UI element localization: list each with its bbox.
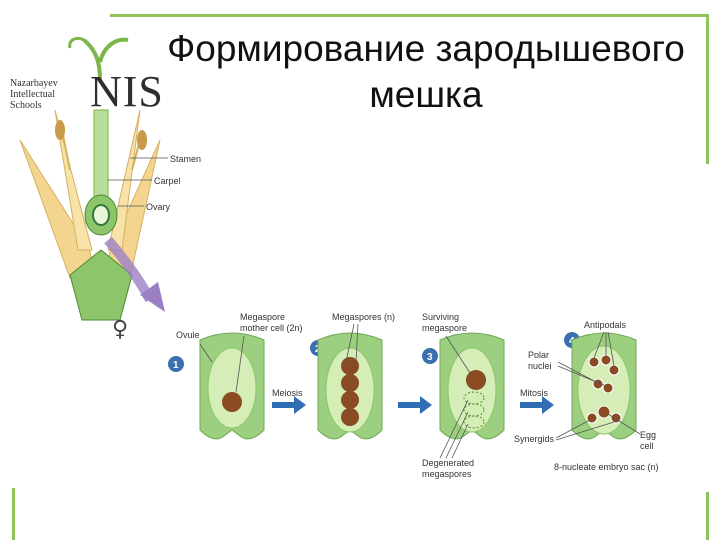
anther-left: [55, 120, 65, 140]
polar-pointer-2: [557, 365, 607, 387]
logo-line-3: Schools: [10, 100, 42, 111]
degenerated-label-1: Degenerated: [422, 458, 474, 468]
megaspores-pointer-1: [345, 323, 355, 363]
synergids-pointer-2: [555, 421, 615, 441]
degenerated-label-2: megaspores: [422, 469, 472, 479]
frame-bottom-right-line: [706, 492, 709, 540]
degenerated-pointer-1: [439, 399, 469, 459]
stage-3-number: 3: [427, 352, 433, 363]
surviving-label-1: Surviving: [422, 312, 459, 322]
ovule-label: Ovule: [176, 330, 200, 340]
sprout-icon: [68, 36, 129, 81]
antipodals-pointer-1: [593, 331, 605, 359]
logo-mark: NIS: [90, 67, 164, 116]
logo-line-2: Intellectual: [10, 89, 55, 100]
megaspore-1: [341, 357, 359, 375]
antipodals-label: Antipodals: [584, 320, 627, 330]
megaspores-pointer-2: [355, 323, 359, 363]
stamen-label: Stamen: [170, 154, 201, 164]
antipodal-1: [588, 356, 600, 368]
polar-nuclei-label-1: Polar: [528, 350, 549, 360]
slide-title: Формирование зародышевого мешка: [167, 28, 685, 115]
megaspore-4: [341, 408, 359, 426]
zoom-arrow-head: [140, 282, 165, 312]
degenerated-pointer-2: [445, 411, 469, 459]
mother-cell-label-2: mother cell (2n): [240, 323, 303, 333]
stage-3: 3 Surviving megaspore Degenerated megasp…: [422, 312, 505, 479]
stage-1-badge: [168, 356, 184, 372]
nis-logo: Nazarbayev Intellectual Schools NIS: [4, 22, 164, 116]
degenerated-pointer-3: [451, 423, 469, 459]
ovule-in-ovary: [92, 204, 110, 226]
ovary-label: Ovary: [146, 202, 171, 212]
stage-4: 4 Antipodals Polar nuclei Synergids Egg …: [514, 320, 659, 472]
mitosis-arrow-shaft: [520, 402, 542, 408]
meiosis-arrow-head: [294, 396, 306, 414]
antipodal-2: [600, 354, 612, 366]
frame-top-line: [110, 14, 706, 17]
egg-cell-label-2: cell: [640, 441, 654, 451]
antipodal-3: [608, 364, 620, 376]
polar-nuclei-label-2: nuclei: [528, 361, 552, 371]
surviving-megaspore: [466, 370, 486, 390]
synergids-label: Synergids: [514, 434, 555, 444]
embryo-sac-caption: 8-nucleate embryo sac (n): [554, 462, 659, 472]
egg-cell-pointer: [607, 413, 641, 435]
mother-cell-nucleus: [222, 392, 242, 412]
frame-right-line: [706, 14, 709, 164]
stage-2: 2 Megaspores (n): [310, 312, 395, 440]
synergids-pointer-1: [555, 419, 591, 439]
mother-cell-pointer: [235, 335, 245, 393]
surviving-label-2: megaspore: [422, 323, 467, 333]
stage-1: 1 Ovule Megaspore mother cell (2n): [168, 312, 303, 440]
carpel-label: Carpel: [154, 176, 181, 186]
meiosis-label: Meiosis: [272, 388, 303, 398]
synergid-1: [586, 412, 598, 424]
receptacle: [69, 249, 133, 321]
mother-cell-label-1: Megaspore: [240, 312, 285, 322]
transition-arrow-shaft: [398, 402, 420, 408]
stage-1-ovule-inner: [207, 347, 257, 429]
degenerated-megaspore-3: [463, 415, 485, 429]
stage-1-number: 1: [173, 360, 179, 371]
polar-pointer-1: [557, 361, 597, 383]
flower-illustration: Stamen Carpel Ovary ♀: [19, 109, 201, 342]
stage-3-badge: [422, 348, 438, 364]
mitosis-label: Mitosis: [520, 388, 549, 398]
egg-cell: [597, 405, 611, 419]
stage-3-ovule-inner: [447, 347, 497, 433]
anther-right: [137, 130, 147, 150]
mitosis-arrow: Mitosis: [520, 388, 554, 414]
transition-arrow: [398, 396, 432, 414]
embryo-sac-diagram: Stamen Carpel Ovary ♀ 1 Ovule Megaspore …: [19, 109, 659, 479]
transition-arrow-head: [420, 396, 432, 414]
surviving-pointer: [445, 335, 473, 377]
female-symbol-icon: ♀: [112, 317, 128, 342]
antipodals-pointer-3: [607, 331, 615, 367]
megaspore-3: [341, 391, 359, 409]
polar-nucleus-2: [602, 382, 614, 394]
mitosis-arrow-head: [542, 396, 554, 414]
ovule-pointer: [199, 343, 213, 363]
megaspores-label: Megaspores (n): [332, 312, 395, 322]
logo-text: Nazarbayev Intellectual Schools: [10, 78, 58, 111]
meiosis-arrow: Meiosis: [272, 388, 306, 414]
frame-bottom-left-line: [12, 488, 15, 540]
megaspore-2: [341, 374, 359, 392]
logo-line-1: Nazarbayev: [10, 78, 58, 89]
egg-cell-label-1: Egg: [640, 430, 656, 440]
meiosis-arrow-shaft: [272, 402, 294, 408]
